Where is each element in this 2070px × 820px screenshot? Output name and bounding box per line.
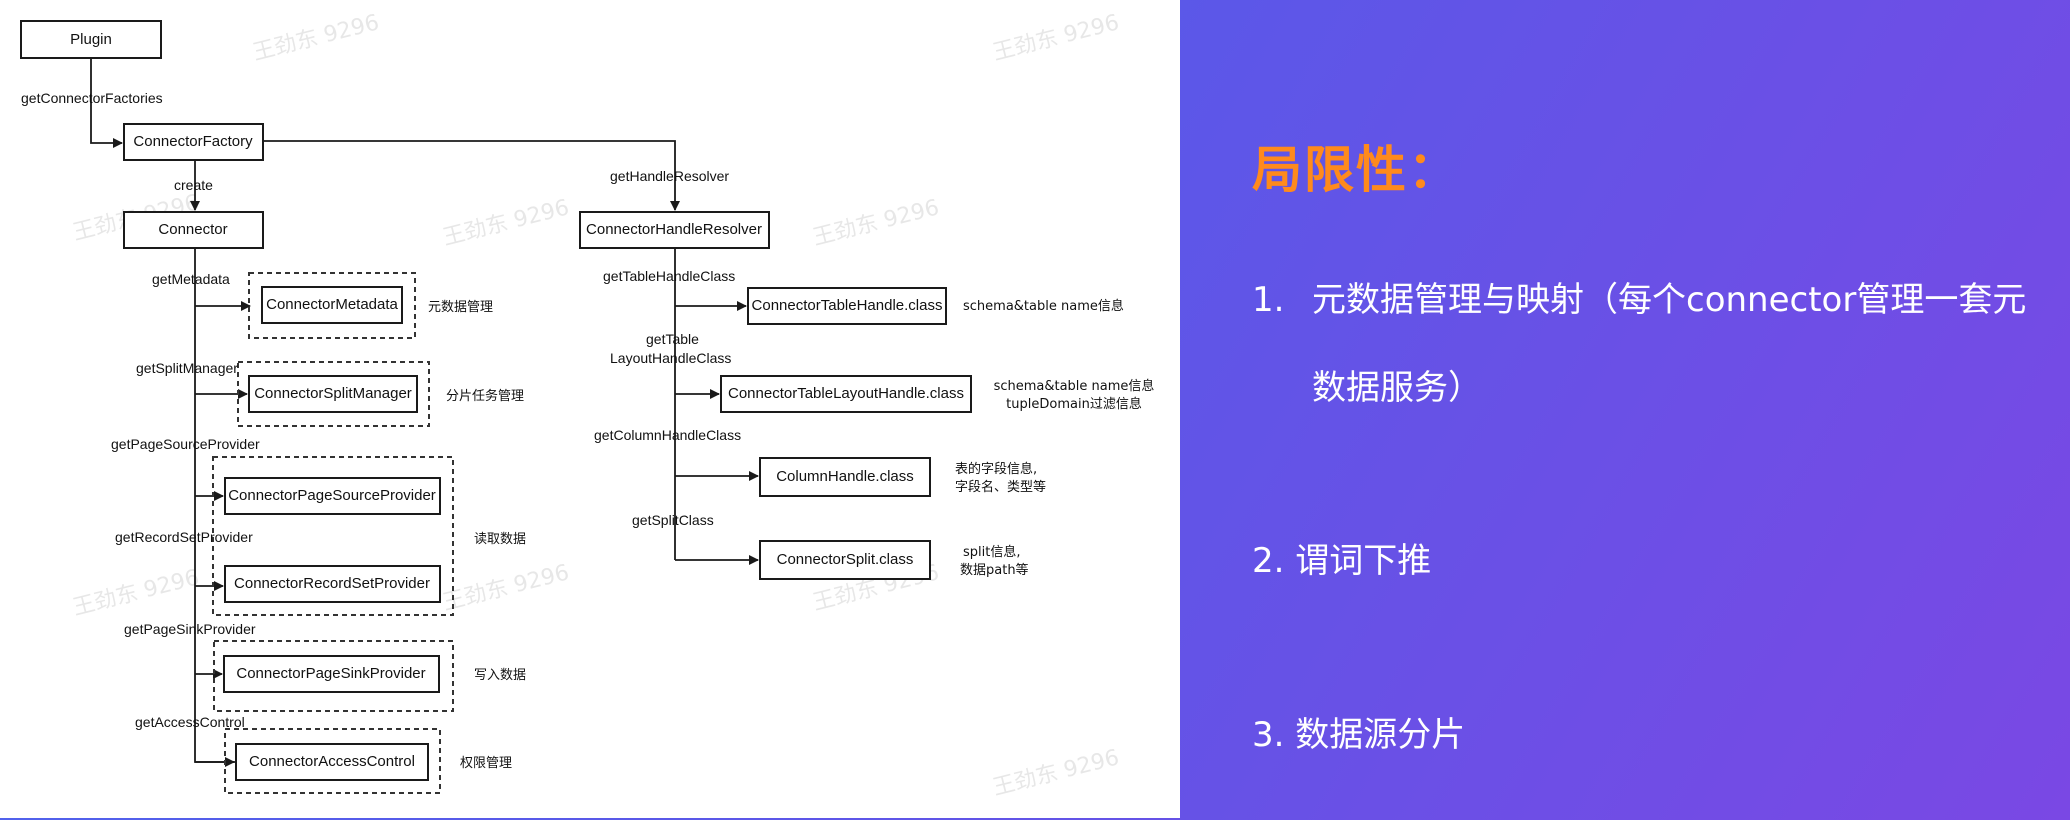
label-get-handle-resolver: getHandleResolver xyxy=(610,168,729,184)
label-get-access-control: getAccessControl xyxy=(135,714,245,730)
svg-text:ConnectorSplitManager: ConnectorSplitManager xyxy=(254,385,412,402)
svg-text:ConnectorMetadata: ConnectorMetadata xyxy=(266,296,398,313)
edge-get-handle-resolver xyxy=(263,140,680,211)
limitation-text: 数据源分片 xyxy=(1295,715,1466,755)
svg-text:ConnectorTableHandle.class: ConnectorTableHandle.class xyxy=(752,297,943,314)
note-column-line-1: 表的字段信息, xyxy=(955,461,1037,477)
note-split-line-2: 数据path等 xyxy=(960,562,1029,578)
limitations-panel: 局限性： 1. 元数据管理与映射（每个connector管理一套元 数据服务） 2… xyxy=(1180,0,2070,818)
node-connector-handle-resolver: ConnectorHandleResolver xyxy=(579,211,770,249)
note-table-handle: schema&table name信息 xyxy=(963,298,1124,314)
side-notes: 元数据管理 分片任务管理 读取数据 写入数据 权限管理 schema&table… xyxy=(428,298,1154,771)
note-write: 写入数据 xyxy=(474,668,526,683)
limitation-item-2: 2. 谓词下推 xyxy=(1252,533,1431,582)
svg-text:ConnectorTableLayoutHandle.cla: ConnectorTableLayoutHandle.class xyxy=(728,385,964,402)
access-control-group xyxy=(224,728,441,794)
node-connector-factory: ConnectorFactory xyxy=(123,123,264,161)
node-connector-split-manager: ConnectorSplitManager xyxy=(248,375,418,413)
limitation-number: 2. xyxy=(1252,541,1285,581)
page-sink-group xyxy=(213,640,454,712)
limitation-item-1: 1. 元数据管理与映射（每个connector管理一套元 xyxy=(1252,272,2026,321)
svg-text:ConnectorSplit.class: ConnectorSplit.class xyxy=(777,551,914,568)
label-get-metadata: getMetadata xyxy=(152,271,230,287)
limitation-text: 元数据管理与映射（每个connector管理一套元 xyxy=(1312,280,2027,320)
watermark: 王劲东 9296 xyxy=(440,195,571,250)
limitation-item-1-continued: 数据服务） xyxy=(1312,360,1482,409)
architecture-diagram-panel: 王劲东 9296 王劲东 9296 王劲东 9296 王劲东 9296 王劲东 … xyxy=(0,0,1180,818)
node-connector-table-layout-handle: ConnectorTableLayoutHandle.class xyxy=(720,375,972,413)
label-get-record-set-provider: getRecordSetProvider xyxy=(115,529,253,545)
label-get-table-handle-class: getTableHandleClass xyxy=(603,268,735,284)
diagram-edges xyxy=(90,58,759,767)
label-get-table-layout-handle-class-1: getTable xyxy=(646,331,699,347)
node-column-handle: ColumnHandle.class xyxy=(759,457,931,497)
svg-text:ConnectorFactory: ConnectorFactory xyxy=(133,133,253,150)
label-get-split-manager: getSplitManager xyxy=(136,360,238,376)
edge-labels: getConnectorFactories create getHandleRe… xyxy=(21,90,741,730)
watermark: 王劲东 9296 xyxy=(250,10,381,65)
data-provider-group xyxy=(212,456,454,616)
note-read: 读取数据 xyxy=(474,532,526,547)
architecture-diagram: 王劲东 9296 王劲东 9296 王劲东 9296 王劲东 9296 王劲东 … xyxy=(20,10,1154,801)
limitations-title: 局限性： xyxy=(1252,141,1460,199)
node-connector-table-handle: ConnectorTableHandle.class xyxy=(747,287,947,325)
edge-get-connector-factories xyxy=(90,58,123,148)
label-get-connector-factories: getConnectorFactories xyxy=(21,90,163,106)
dashed-groups xyxy=(212,272,454,794)
node-connector-metadata: ConnectorMetadata xyxy=(261,286,403,324)
svg-text:ConnectorRecordSetProvider: ConnectorRecordSetProvider xyxy=(234,575,430,592)
limitation-item-3: 3. 数据源分片 xyxy=(1252,707,1465,756)
metadata-group xyxy=(248,272,416,339)
node-connector-page-source-provider: ConnectorPageSourceProvider xyxy=(224,477,441,515)
node-connector-record-set-provider: ConnectorRecordSetProvider xyxy=(224,565,441,603)
limitation-text: 谓词下推 xyxy=(1295,541,1432,581)
svg-text:ConnectorPageSourceProvider: ConnectorPageSourceProvider xyxy=(228,487,436,504)
watermark: 王劲东 9296 xyxy=(990,10,1121,65)
node-connector-split: ConnectorSplit.class xyxy=(759,540,931,580)
node-connector-access-control: ConnectorAccessControl xyxy=(235,743,429,781)
note-split: 分片任务管理 xyxy=(446,388,524,404)
svg-text:ConnectorPageSinkProvider: ConnectorPageSinkProvider xyxy=(236,665,425,682)
svg-text:ConnectorAccessControl: ConnectorAccessControl xyxy=(249,753,415,770)
limitation-text: 数据服务） xyxy=(1312,368,1482,408)
label-get-page-sink-provider: getPageSinkProvider xyxy=(124,621,256,637)
label-get-column-handle-class: getColumnHandleClass xyxy=(594,427,741,443)
node-plugin: Plugin xyxy=(20,20,162,59)
note-layout-line-2: tupleDomain过滤信息 xyxy=(1006,396,1142,412)
svg-text:ConnectorHandleResolver: ConnectorHandleResolver xyxy=(586,221,762,238)
limitation-number: 1. xyxy=(1252,280,1285,320)
note-access: 权限管理 xyxy=(460,755,512,771)
node-connector-page-sink-provider: ConnectorPageSinkProvider xyxy=(223,655,440,693)
svg-text:Plugin: Plugin xyxy=(70,31,112,48)
svg-text:ColumnHandle.class: ColumnHandle.class xyxy=(776,468,914,485)
split-manager-group xyxy=(237,361,430,427)
note-layout-line-1: schema&table name信息 xyxy=(994,378,1155,394)
note-column-line-2: 字段名、类型等 xyxy=(955,479,1046,495)
limitation-number: 3. xyxy=(1252,715,1285,755)
svg-text:Connector: Connector xyxy=(158,221,227,238)
diagram-nodes: Plugin ConnectorFactory Connector Connec… xyxy=(20,20,972,781)
node-connector: Connector xyxy=(123,211,264,249)
label-create: create xyxy=(174,177,213,193)
label-get-table-layout-handle-class-2: LayoutHandleClass xyxy=(610,350,731,366)
watermark: 王劲东 9296 xyxy=(810,195,941,250)
note-split-line-1: split信息, xyxy=(963,544,1020,560)
watermark: 王劲东 9296 xyxy=(440,560,571,615)
watermark: 王劲东 9296 xyxy=(990,745,1121,800)
watermark: 王劲东 9296 xyxy=(70,565,201,620)
label-get-split-class: getSplitClass xyxy=(632,512,714,528)
note-metadata: 元数据管理 xyxy=(428,300,493,315)
label-get-page-source-provider: getPageSourceProvider xyxy=(111,436,260,452)
